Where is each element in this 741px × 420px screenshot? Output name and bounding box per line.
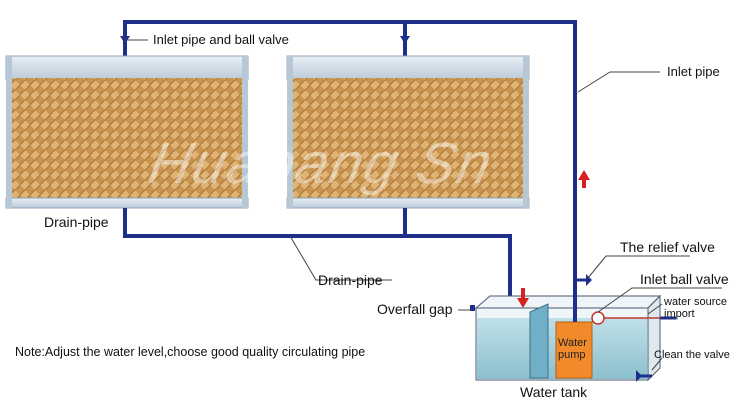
label-inlet-pipe-ball-valve: Inlet pipe and ball valve (153, 32, 289, 47)
flow-arrow-icon (517, 170, 590, 308)
drain-pipe (123, 208, 512, 330)
float-ball-valve-icon (591, 311, 605, 325)
label-pump: pump (558, 349, 586, 361)
label-inlet-pipe: Inlet pipe (667, 64, 720, 79)
cooling-pad-right (286, 55, 530, 209)
cooling-pad-left (5, 55, 249, 209)
label-drain-pipe-left: Drain-pipe (44, 214, 109, 230)
overfall-gap-marker (470, 305, 475, 311)
watermark: Huabang Sn (143, 131, 500, 196)
leader-lines (125, 39, 722, 371)
label-overfall-gap: Overfall gap (377, 301, 453, 317)
label-clean-valve: Clean the valve (654, 349, 730, 361)
label-water-tank: Water tank (520, 384, 588, 400)
label-drain-pipe-mid: Drain-pipe (318, 272, 383, 288)
label-water-source: water source (664, 296, 727, 308)
label-water-source-import: water source import (664, 296, 727, 320)
label-inlet-ball-valve: Inlet ball valve (640, 271, 729, 287)
relief-valve-icon (586, 274, 592, 286)
label-water: Water (558, 337, 587, 349)
note-text: Note:Adjust the water level,choose good … (15, 345, 366, 359)
label-water-pump: Water pump (558, 337, 587, 361)
label-import: import (664, 308, 695, 320)
label-relief-valve: The relief valve (620, 239, 715, 255)
